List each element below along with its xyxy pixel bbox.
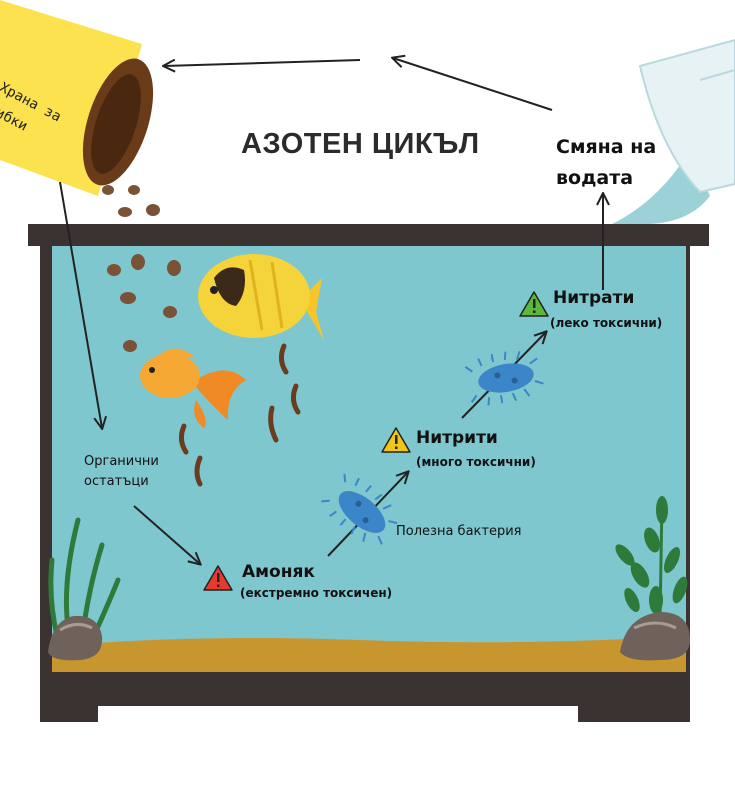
aquarium-tank bbox=[28, 224, 709, 724]
flow-arrows bbox=[59, 58, 603, 564]
sand bbox=[52, 636, 686, 672]
plant-right bbox=[615, 496, 688, 621]
tank-leg-right bbox=[578, 706, 690, 722]
stage-nitrites-note: (много токсични) bbox=[416, 455, 536, 469]
organic-waste-label: Органични остатъци bbox=[84, 452, 159, 492]
organic-waste-line1: Органични bbox=[84, 454, 159, 469]
warning-icon-nitrates bbox=[519, 291, 549, 317]
water-change-line2: водата bbox=[556, 167, 634, 189]
water bbox=[52, 244, 686, 672]
water-change-label: Смяна на водата bbox=[556, 132, 656, 194]
bacteria-icon-2 bbox=[464, 350, 544, 406]
bacteria-label: Полезна бактерия bbox=[396, 524, 522, 539]
food-can bbox=[0, 0, 154, 196]
organic-waste-line2: остатъци bbox=[84, 474, 149, 489]
stage-ammonia-name: Амоняк bbox=[242, 562, 315, 582]
stage-nitrites-name: Нитрити bbox=[416, 428, 498, 448]
tank-base bbox=[40, 672, 690, 706]
tank-leg-left bbox=[40, 706, 98, 722]
water-glass bbox=[612, 38, 735, 224]
water-change-line1: Смяна на bbox=[556, 136, 657, 158]
stage-nitrates-name: Нитрати bbox=[553, 288, 635, 308]
stage-nitrates-note: (леко токсични) bbox=[550, 316, 663, 330]
stage-ammonia-note: (екстремно токсичен) bbox=[240, 586, 393, 600]
organic-waste-strands bbox=[178, 343, 301, 487]
rock-right bbox=[620, 612, 690, 661]
bacteria-icon bbox=[321, 473, 398, 545]
warning-icon-ammonia bbox=[203, 565, 233, 591]
diagram-title: АЗОТЕН ЦИКЪЛ bbox=[241, 128, 480, 160]
food-pellets bbox=[102, 185, 181, 352]
yellow-fish bbox=[198, 254, 324, 340]
orange-fish bbox=[140, 348, 246, 428]
tank-lid bbox=[28, 224, 709, 246]
warning-icon-nitrites bbox=[381, 427, 411, 453]
